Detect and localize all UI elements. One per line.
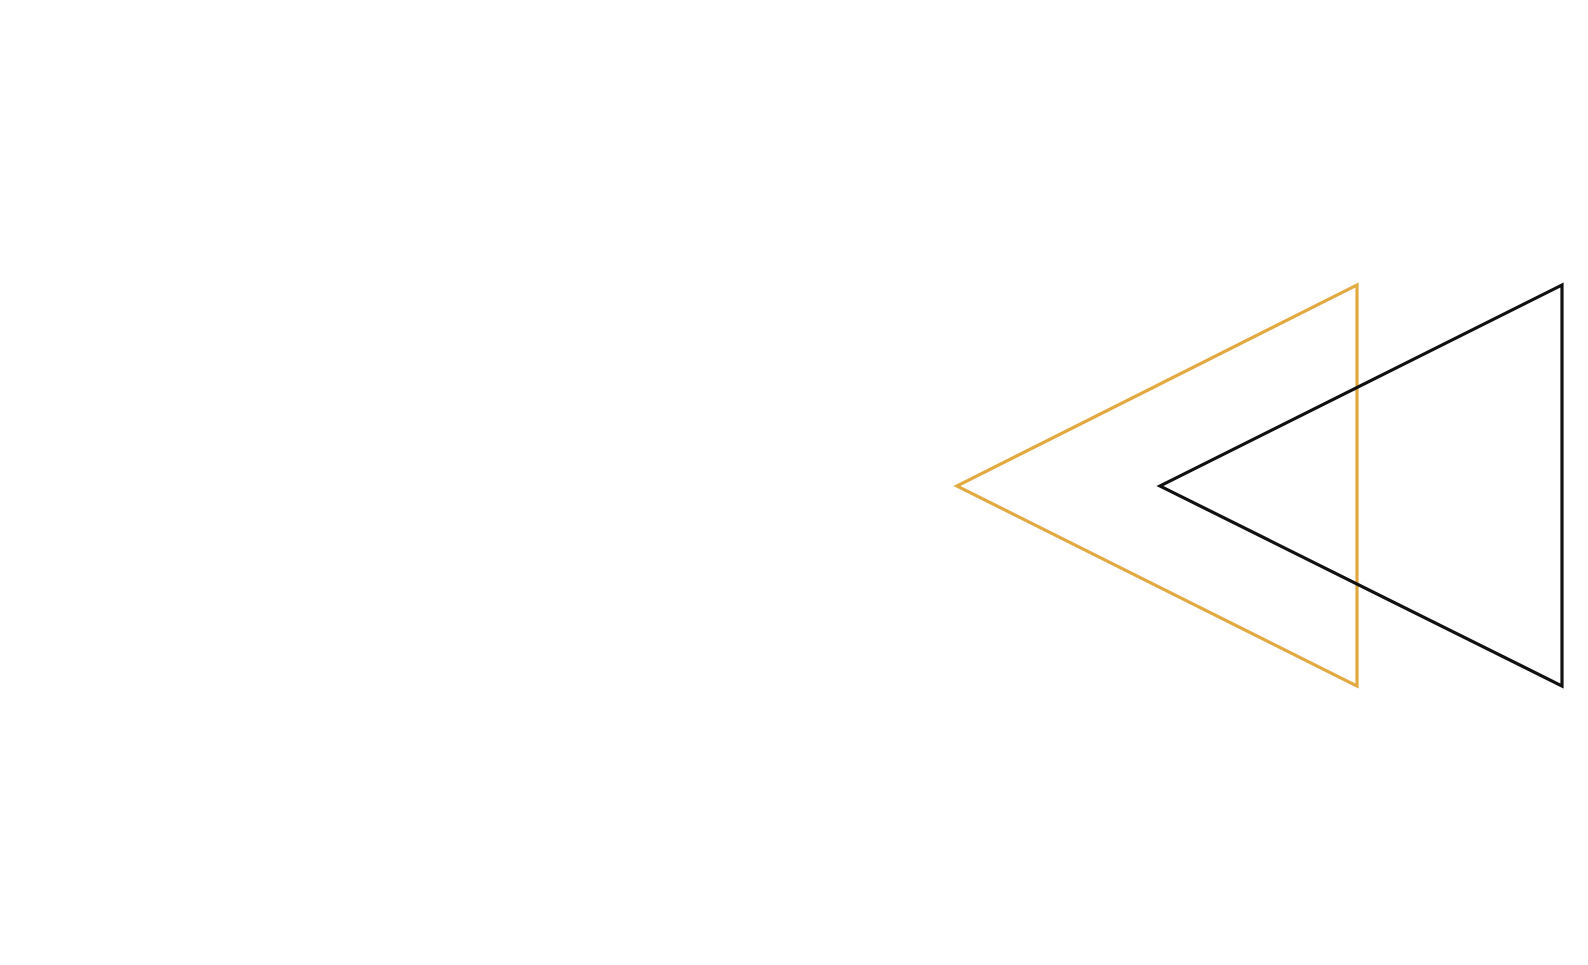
left-triangle-outline bbox=[953, 282, 1359, 689]
right-triangle-outline bbox=[1156, 282, 1564, 689]
